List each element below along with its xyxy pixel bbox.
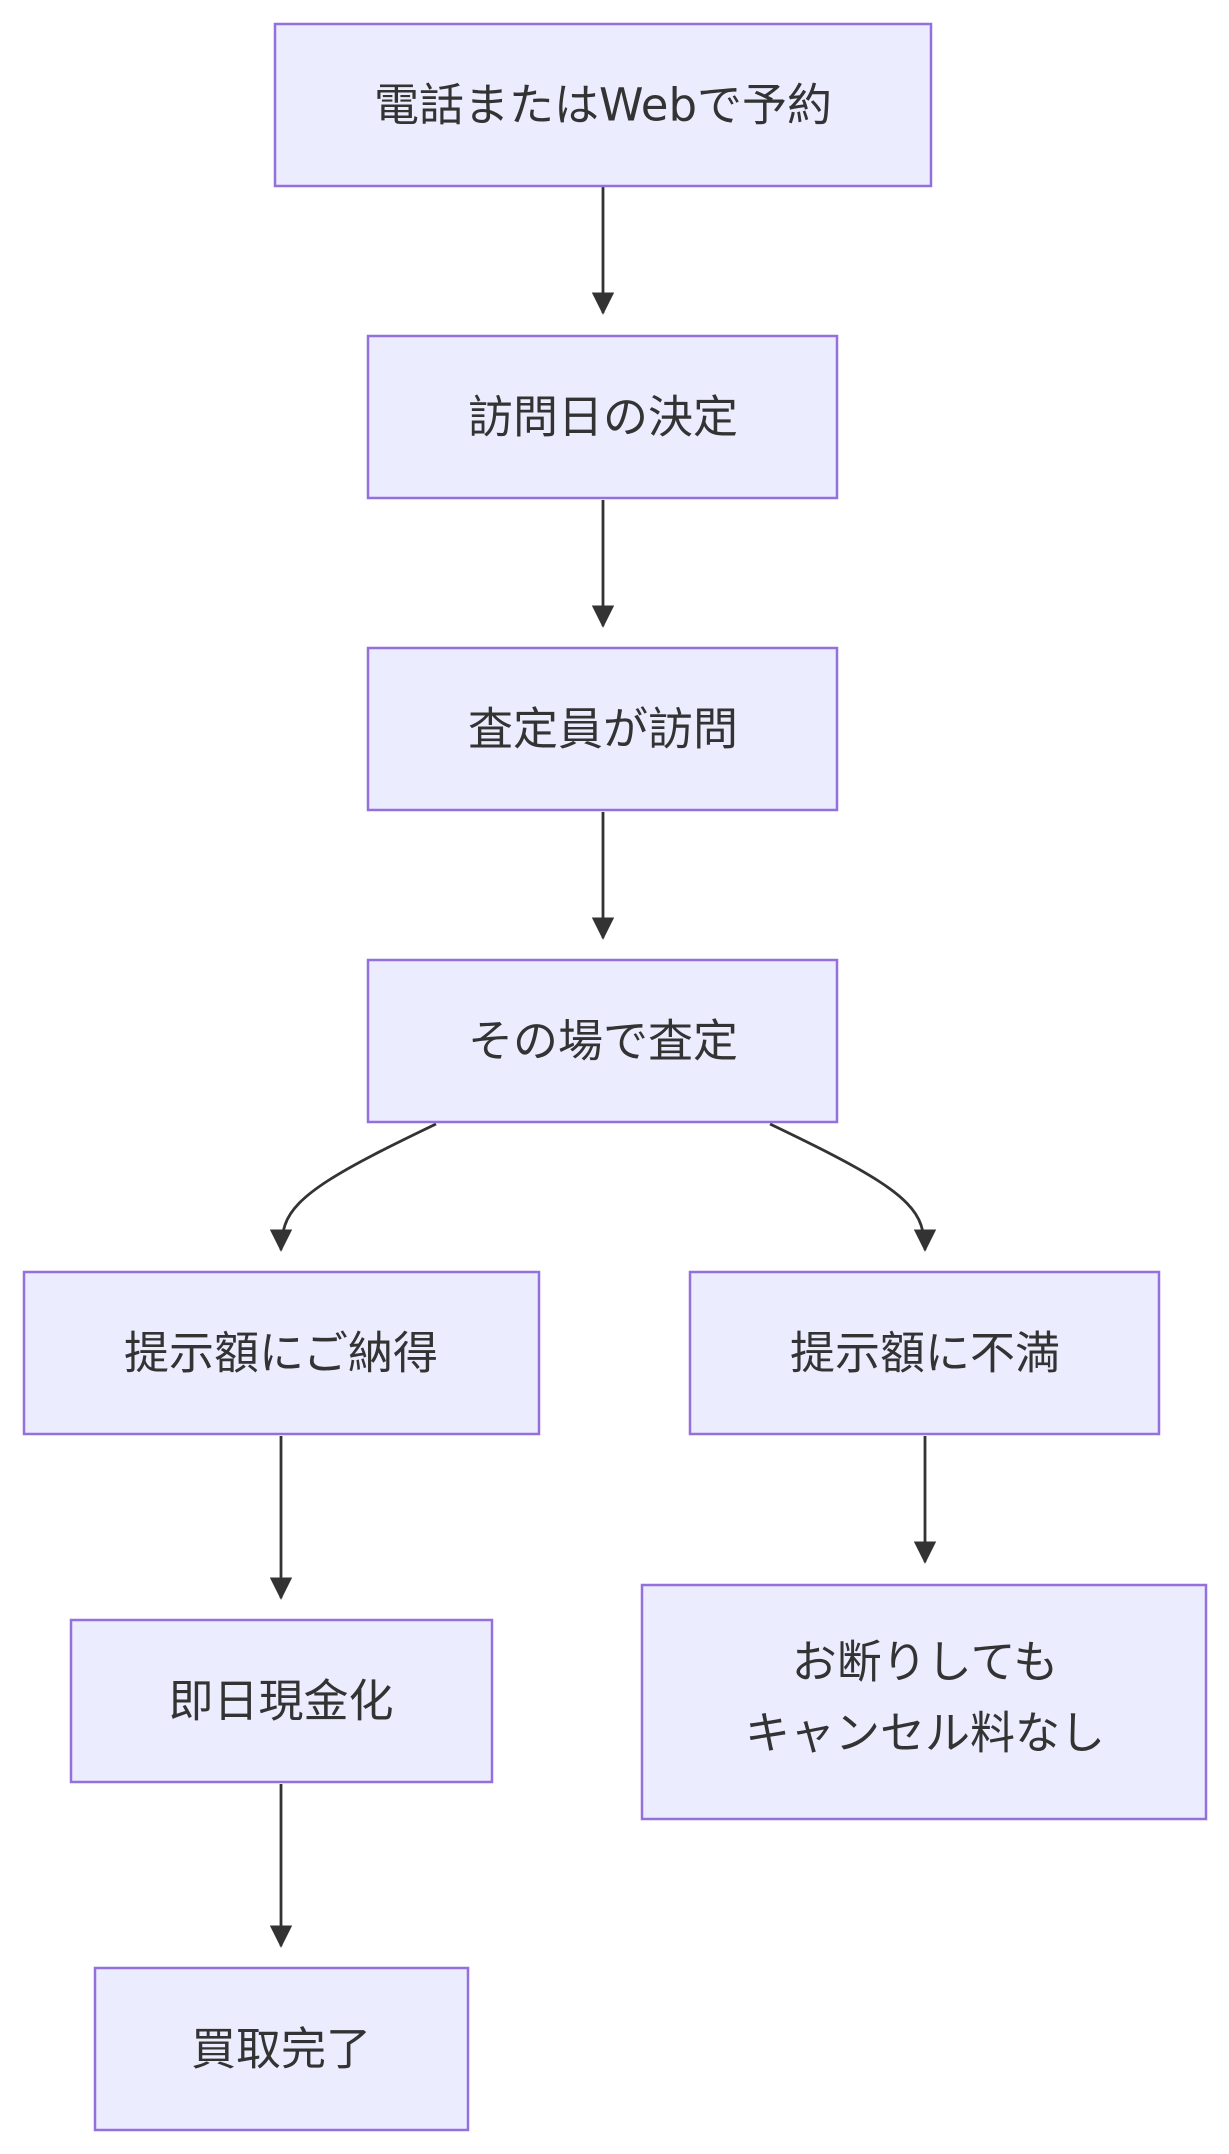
node-reserve: 電話またはWebで予約 (273, 22, 933, 188)
node-purchase-complete-label: 買取完了 (191, 2023, 371, 2076)
node-onsite-appraisal-label: その場で査定 (468, 1015, 738, 1068)
node-onsite-appraisal: その場で査定 (366, 958, 839, 1124)
node-purchase-complete: 買取完了 (93, 1966, 470, 2132)
node-same-day-cash: 即日現金化 (69, 1618, 494, 1784)
edge-onsite-appraisal-to-satisfied (269, 1122, 437, 1252)
node-reserve-label: 電話またはWebで予約 (374, 79, 832, 132)
node-appraiser-visit-label: 査定員が訪問 (468, 703, 738, 756)
node-no-cancel-fee: お断りしても キャンセル料なし (640, 1583, 1208, 1821)
node-no-cancel-fee-label-line1: お断りしても (792, 1636, 1058, 1689)
node-appraiser-visit: 査定員が訪問 (366, 646, 839, 812)
node-same-day-cash-label: 即日現金化 (168, 1675, 393, 1728)
node-decide-date-label: 訪問日の決定 (468, 391, 738, 444)
node-satisfied: 提示額にご納得 (22, 1270, 541, 1436)
edge-onsite-appraisal-to-unsatisfied (769, 1122, 937, 1252)
node-no-cancel-fee-label-line2: キャンセル料なし (745, 1707, 1105, 1760)
node-unsatisfied: 提示額に不満 (688, 1270, 1161, 1436)
node-unsatisfied-label: 提示額に不満 (790, 1327, 1060, 1380)
node-satisfied-label: 提示額にご納得 (124, 1327, 438, 1380)
edges (269, 187, 937, 1948)
node-decide-date: 訪問日の決定 (366, 334, 839, 500)
